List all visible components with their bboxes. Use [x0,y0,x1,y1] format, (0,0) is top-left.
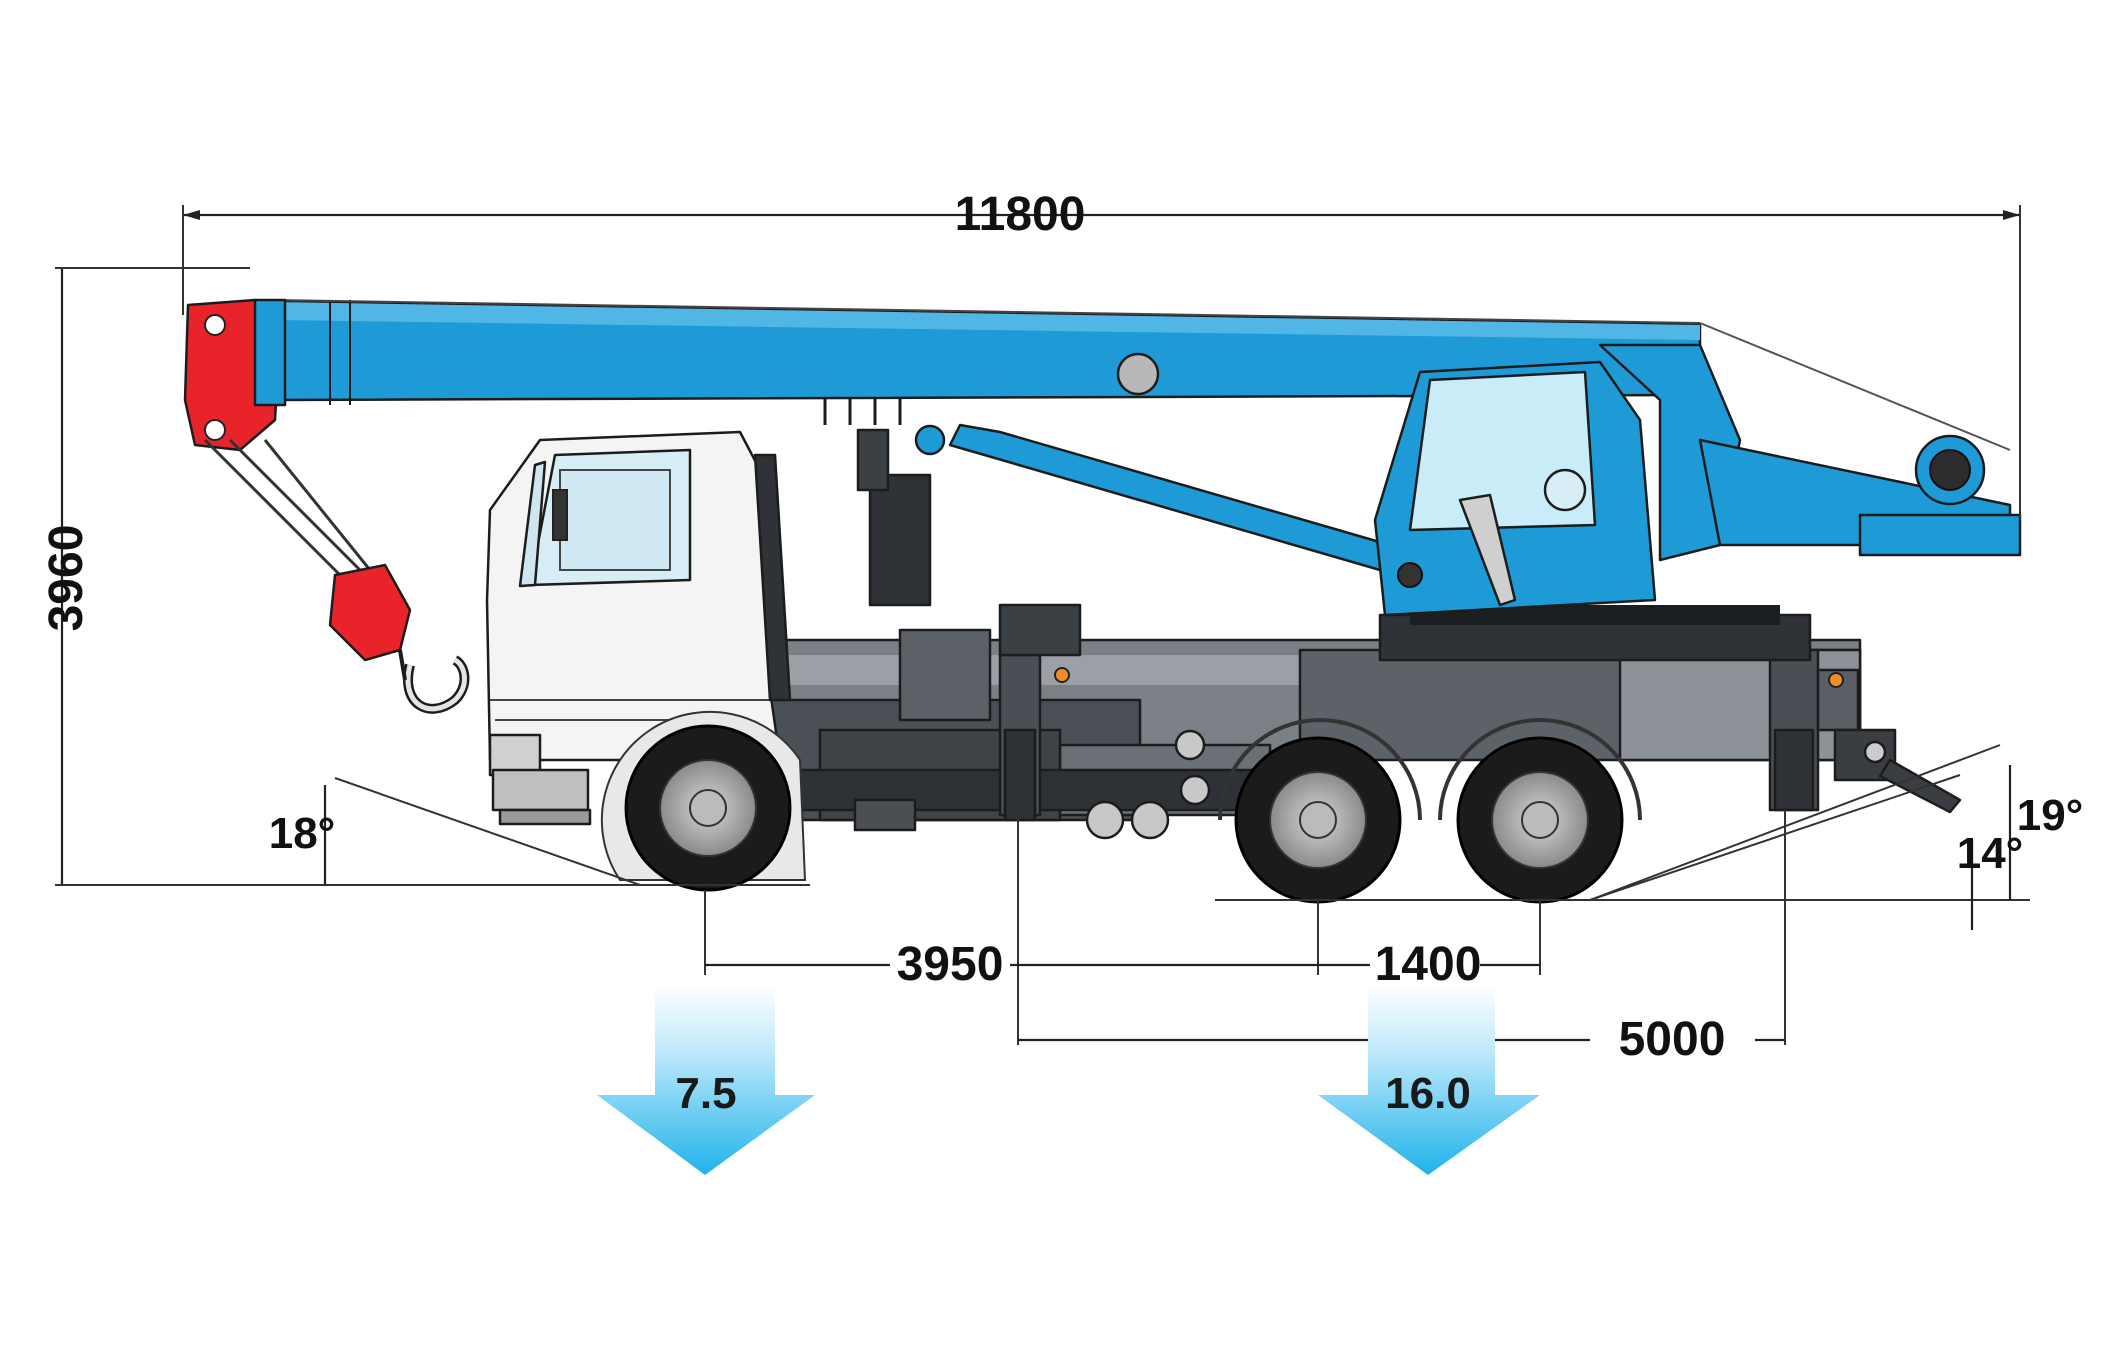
boom-foot-and-winch [1598,322,2022,562]
front-wheel [600,710,807,892]
front-outrigger [998,653,1070,822]
front-axle-load-label: 7.5 [675,1069,736,1118]
wheelbase-label: 3950 [897,938,1004,991]
chassis-parts [853,428,1211,840]
rear-wheel-1 [1234,736,1402,904]
rear-outrigger [1768,648,1962,814]
telescopic-boom [273,299,1702,425]
dimension-lines [55,205,2030,1045]
boom-head [183,298,287,452]
hook-block [203,438,470,714]
turntable [1378,605,1812,662]
rear-wheel-2 [1456,736,1624,904]
operator-cab [1373,360,1657,617]
approach-angle-label: 18° [269,809,336,858]
boom-lift-cylinder [914,423,1392,572]
front-axle-load-arrow: 7.5 [597,985,815,1175]
departure-angle-2-label: 19° [2017,791,2084,840]
truck-cab [485,430,792,826]
overall-length-label: 11800 [955,188,1086,241]
departure-angle-1-label: 14° [1957,829,2024,878]
outrigger-base-label: 5000 [1619,1013,1726,1066]
rear-axle-load-arrow: 16.0 [1318,985,1540,1175]
rear-axle-load-label: 16.0 [1385,1069,1471,1118]
rear-axle-spacing-label: 1400 [1375,938,1482,991]
overall-height-label: 3960 [40,525,93,632]
wheel-arches [1218,718,1642,821]
